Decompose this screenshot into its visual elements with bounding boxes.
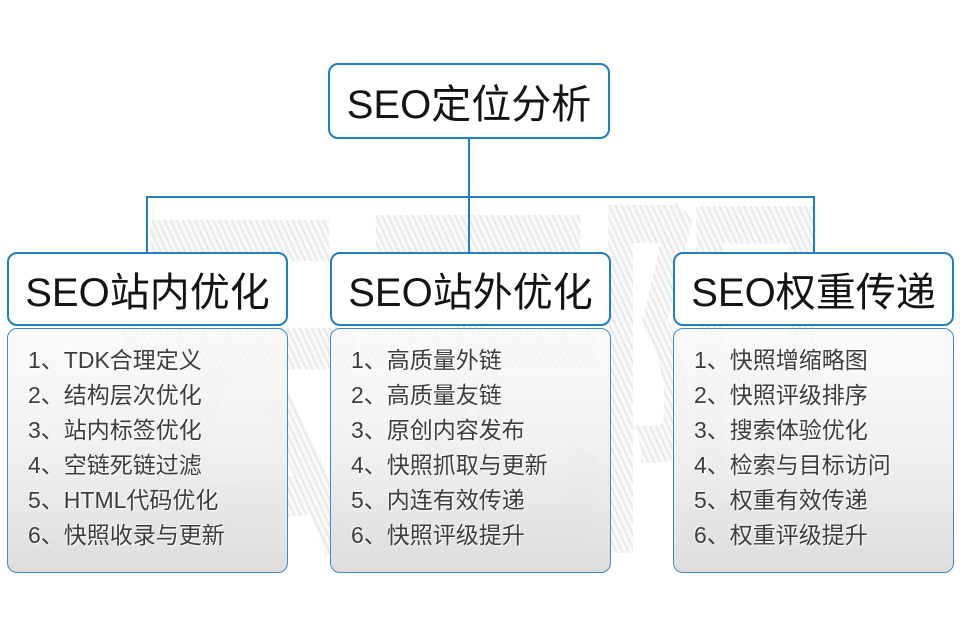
list-item: 4、快照抓取与更新 xyxy=(351,452,548,478)
connector-drop-right xyxy=(813,196,815,254)
list-item: 6、快照评级提升 xyxy=(351,522,525,548)
branch-node-label: SEO站外优化 xyxy=(348,271,593,315)
connector-horizontal xyxy=(146,196,815,198)
list-item: 6、权重评级提升 xyxy=(694,522,868,548)
list-item: 1、TDK合理定义 xyxy=(28,347,202,373)
root-node: SEO定位分析 xyxy=(328,63,610,139)
list-item: 5、HTML代码优化 xyxy=(28,487,219,513)
list-item: 4、空链死链过滤 xyxy=(28,452,202,478)
connector-drop-middle xyxy=(468,196,470,254)
list-item: 6、快照收录与更新 xyxy=(28,522,225,548)
list-item: 3、原创内容发布 xyxy=(351,417,525,443)
list-panel-weight: 1、快照增缩略图 2、快照评级排序 3、搜索体验优化 4、检索与目标访问 5、权… xyxy=(673,328,954,573)
list-item: 2、高质量友链 xyxy=(351,382,502,408)
branch-node-offsite: SEO站外优化 xyxy=(330,252,611,326)
branch-node-label: SEO站内优化 xyxy=(25,271,270,315)
root-node-label: SEO定位分析 xyxy=(346,83,592,127)
connector-drop-left xyxy=(146,196,148,254)
list-item: 2、快照评级排序 xyxy=(694,382,868,408)
list-item: 3、站内标签优化 xyxy=(28,417,202,443)
list-item: 1、快照增缩略图 xyxy=(694,347,868,373)
list-item: 5、内连有效传递 xyxy=(351,487,525,513)
branch-node-onsite: SEO站内优化 xyxy=(7,252,288,326)
list-item: 1、高质量外链 xyxy=(351,347,502,373)
list-panel-onsite: 1、TDK合理定义 2、结构层次优化 3、站内标签优化 4、空链死链过滤 5、H… xyxy=(7,328,288,573)
branch-node-weight: SEO权重传递 xyxy=(673,252,954,326)
list-panel-offsite: 1、高质量外链 2、高质量友链 3、原创内容发布 4、快照抓取与更新 5、内连有… xyxy=(330,328,611,573)
list-item: 2、结构层次优化 xyxy=(28,382,202,408)
list-item: 3、搜索体验优化 xyxy=(694,417,868,443)
list-item: 4、检索与目标访问 xyxy=(694,452,891,478)
connector-root-stem xyxy=(468,139,470,198)
list-item: 5、权重有效传递 xyxy=(694,487,868,513)
branch-node-label: SEO权重传递 xyxy=(691,271,936,315)
